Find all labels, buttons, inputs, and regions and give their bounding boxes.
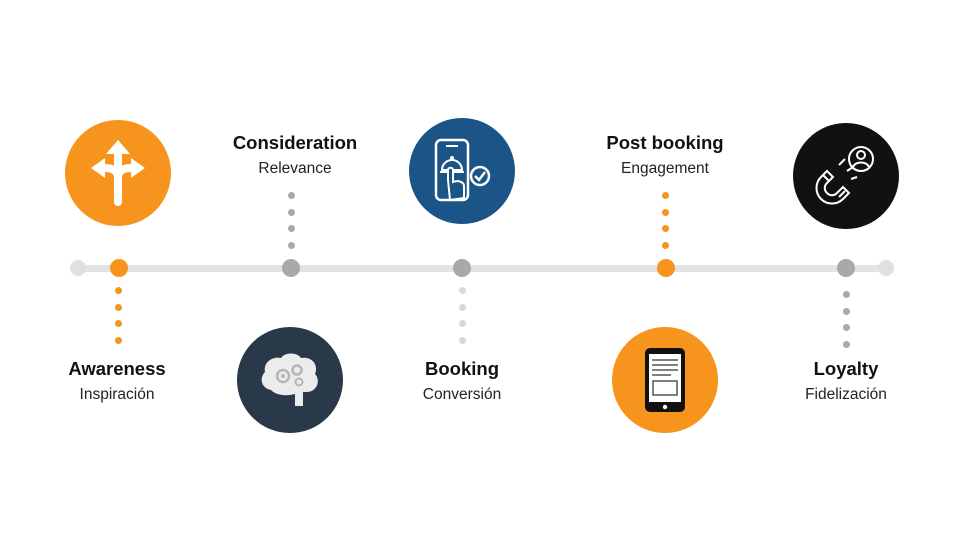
stage-label-awareness: Awareness Inspiración: [7, 358, 227, 405]
connector-dots-booking: [458, 287, 466, 353]
stage-label-booking: Booking Conversión: [352, 358, 572, 405]
stage-subtitle: Inspiración: [79, 386, 155, 403]
node-booking: [453, 259, 471, 277]
stage-title: Booking: [425, 358, 499, 379]
timeline-start-dot: [70, 260, 86, 276]
stage-title: Awareness: [68, 358, 166, 379]
booking-icon-circle: [409, 118, 515, 224]
stage-title: Consideration: [232, 132, 358, 153]
stage-title: Post booking: [606, 132, 724, 153]
connector-dots-consideration: [287, 192, 295, 258]
phone-booking-icon: [434, 138, 491, 202]
split-arrows-icon: [91, 140, 145, 206]
node-loyalty: [837, 259, 855, 277]
stage-label-loyalty: Loyalty Fidelización: [736, 358, 956, 405]
stage-subtitle: Relevance: [258, 160, 332, 177]
node-post-booking: [657, 259, 675, 277]
stage-label-consideration: Consideration Relevance: [185, 132, 405, 179]
node-awareness: [110, 259, 128, 277]
timeline-track: [78, 265, 886, 272]
stage-title: Loyalty: [813, 358, 879, 379]
timeline-end-dot: [878, 260, 894, 276]
post-booking-icon-circle: [612, 327, 718, 433]
magnet-user-icon: [815, 146, 874, 205]
brain-gears-icon: [261, 353, 318, 406]
stage-subtitle: Engagement: [621, 160, 709, 177]
node-consideration: [282, 259, 300, 277]
connector-dots-loyalty: [842, 291, 850, 357]
stage-subtitle: Conversión: [422, 386, 502, 403]
awareness-icon-circle: [65, 120, 171, 226]
connector-dots-post-booking: [661, 192, 669, 258]
tablet-icon: [645, 348, 685, 412]
stage-subtitle: Fidelización: [805, 386, 887, 403]
connector-dots-awareness: [114, 287, 122, 353]
consideration-icon-circle: [237, 327, 343, 433]
stage-label-post-booking: Post booking Engagement: [555, 132, 775, 179]
loyalty-icon-circle: [793, 123, 899, 229]
